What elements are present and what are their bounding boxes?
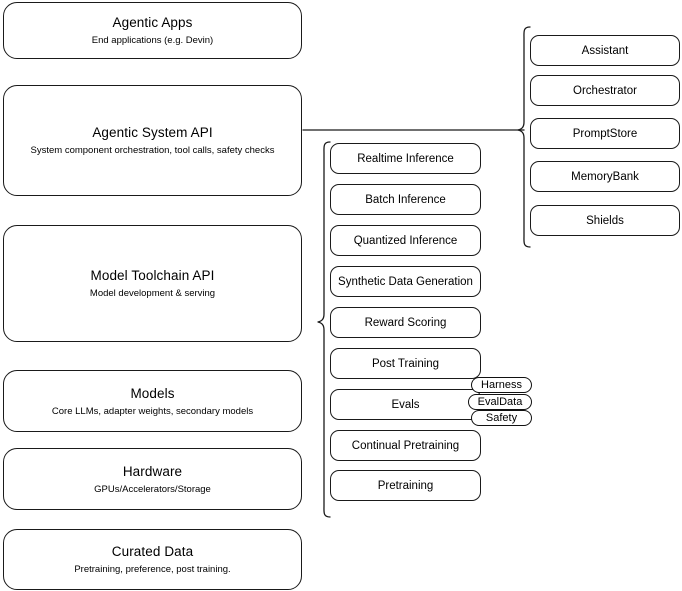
toolchain-label: Quantized Inference [353,234,458,247]
layer-subtitle: GPUs/Accelerators/Storage [94,483,211,495]
system-box-promptstore[interactable]: PromptStore [530,118,680,149]
system-label: Shields [586,214,624,227]
layer-title: Agentic System API [92,125,213,140]
system-label: Assistant [581,44,629,57]
layer-title: Agentic Apps [112,15,193,30]
toolchain-label: Post Training [371,357,440,370]
toolchain-label: Pretraining [377,479,434,492]
layer-title: Models [130,385,175,401]
toolchain-box-post-training[interactable]: Post Training [330,348,481,379]
brace-toolchain-components [317,141,331,518]
toolchain-label: Realtime Inference [357,152,454,165]
evals-pill-label: Harness [481,378,522,391]
evals-pill-label: EvalData [477,395,523,408]
evals-pill-label: Safety [485,411,518,424]
system-box-shields[interactable]: Shields [530,205,680,236]
layer-subtitle: Pretraining, preference, post training. [74,564,231,575]
toolchain-box-evals[interactable]: Evals [330,389,481,420]
brace-system-components [517,26,531,248]
layer-box-models[interactable]: Models Core LLMs, adapter weights, secon… [3,370,302,432]
system-label: PromptStore [572,127,638,140]
layer-box-curated-data[interactable]: Curated Data Pretraining, preference, po… [3,529,302,590]
system-label: Orchestrator [573,84,637,97]
layer-subtitle: End applications (e.g. Devin) [91,35,214,46]
layer-subtitle: Core LLMs, adapter weights, secondary mo… [51,405,254,417]
layer-box-agentic-system-api[interactable]: Agentic System API System component orch… [3,85,302,196]
layer-subtitle: System component orchestration, tool cal… [30,145,275,156]
layer-subtitle: Model development & serving [89,288,216,299]
layer-title: Hardware [122,463,183,479]
evals-pill-harness[interactable]: Harness [471,377,532,393]
layer-box-agentic-apps[interactable]: Agentic Apps End applications (e.g. Devi… [3,2,302,59]
system-box-assistant[interactable]: Assistant [530,35,680,66]
toolchain-label: Continual Pretraining [351,439,460,452]
layer-box-hardware[interactable]: Hardware GPUs/Accelerators/Storage [3,448,302,510]
layer-title: Model Toolchain API [90,268,215,283]
system-label: MemoryBank [571,170,639,183]
toolchain-box-reward-scoring[interactable]: Reward Scoring [330,307,481,338]
toolchain-label: Evals [391,398,420,411]
toolchain-box-batch-inference[interactable]: Batch Inference [330,184,481,215]
system-box-memorybank[interactable]: MemoryBank [530,161,680,192]
toolchain-label: Reward Scoring [364,316,447,329]
layer-box-model-toolchain-api[interactable]: Model Toolchain API Model development & … [3,225,302,342]
evals-pill-evaldata[interactable]: EvalData [468,394,532,410]
toolchain-label: Batch Inference [365,193,446,206]
evals-pill-safety[interactable]: Safety [471,410,532,426]
toolchain-box-quantized-inference[interactable]: Quantized Inference [330,225,481,256]
layer-title: Curated Data [111,544,194,559]
system-box-orchestrator[interactable]: Orchestrator [530,75,680,106]
toolchain-box-realtime-inference[interactable]: Realtime Inference [330,143,481,174]
toolchain-box-continual-pretraining[interactable]: Continual Pretraining [330,430,481,461]
toolchain-box-synthetic-data-generation[interactable]: Synthetic Data Generation [330,266,481,297]
toolchain-label: Synthetic Data Generation [338,275,473,288]
toolchain-box-pretraining[interactable]: Pretraining [330,470,481,501]
